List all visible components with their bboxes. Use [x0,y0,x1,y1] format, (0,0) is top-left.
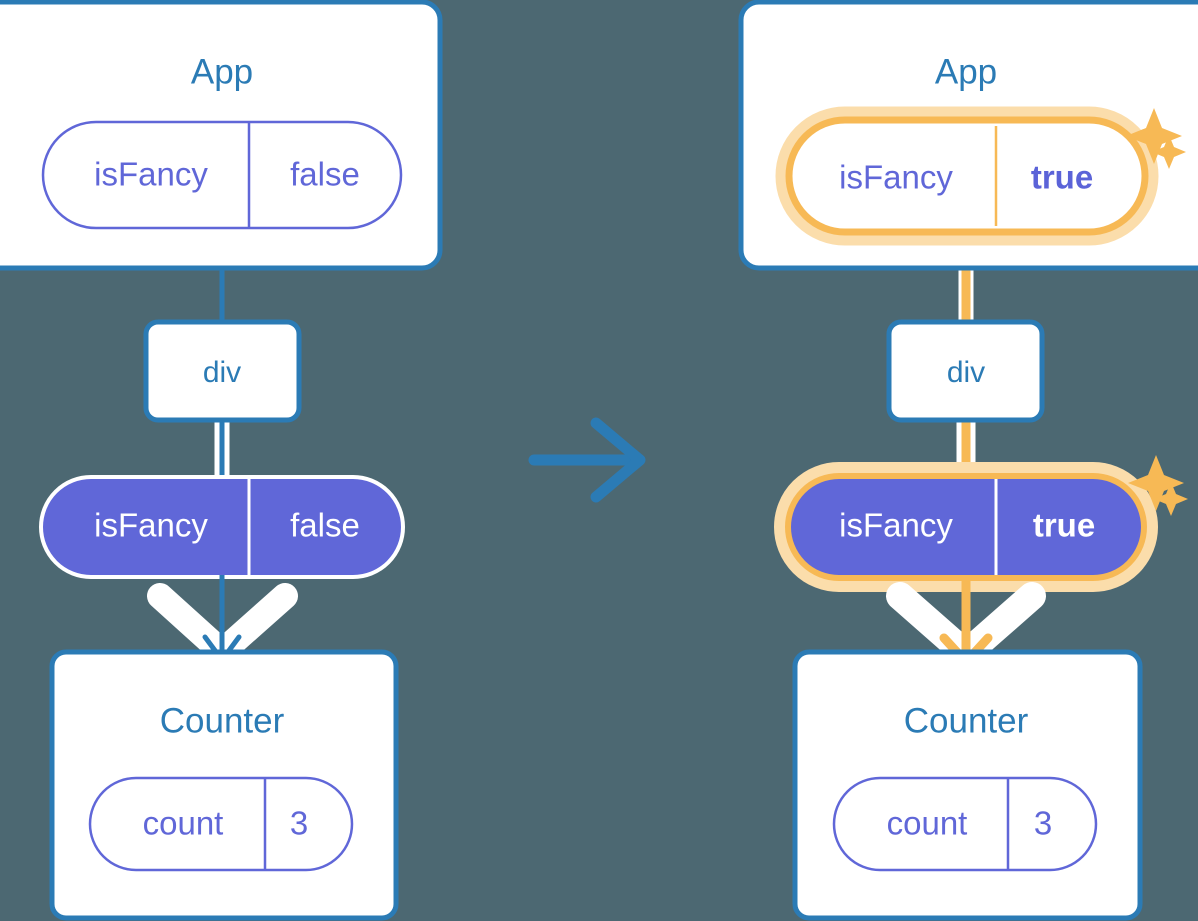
after-app-state-value: true [1031,159,1093,196]
after-counter-state-value: 3 [1034,805,1052,842]
before-counter-state-value: 3 [290,805,308,842]
after-prop-key: isFancy [839,507,953,544]
before-div-box [143,319,302,423]
after-div-box [886,319,1045,423]
before-arrow-to-counter [202,575,242,663]
right-arrow-icon [528,417,646,503]
after-app-state-pill [775,106,1159,246]
before-prop-value: false [290,507,360,544]
after-prop-value: true [1033,507,1095,544]
before-prop-key: isFancy [94,507,208,544]
before-app-state-key: isFancy [94,156,208,193]
sparkle-large-icon [1126,108,1182,164]
before-app-state-value: false [290,156,360,193]
after-app-title: App [935,52,997,91]
before-counter-state-key: count [143,805,224,842]
before-counter-title: Counter [160,701,285,740]
sparkle-small-icon [1152,135,1186,169]
after-counter-title: Counter [904,701,1029,740]
before-div-label: div [203,356,241,389]
after-counter-state-key: count [887,805,968,842]
sparkle-large-prop-icon [1128,455,1184,511]
before-app-state-pill [41,120,403,230]
before-counter-state-pill [88,776,354,872]
sparkle-small-prop-icon [1154,482,1188,516]
after-div-label: div [947,356,985,389]
after-prop-pill [774,462,1158,592]
before-app-title: App [191,52,253,91]
after-counter-state-pill [832,776,1098,872]
after-app-state-key: isFancy [839,159,953,196]
